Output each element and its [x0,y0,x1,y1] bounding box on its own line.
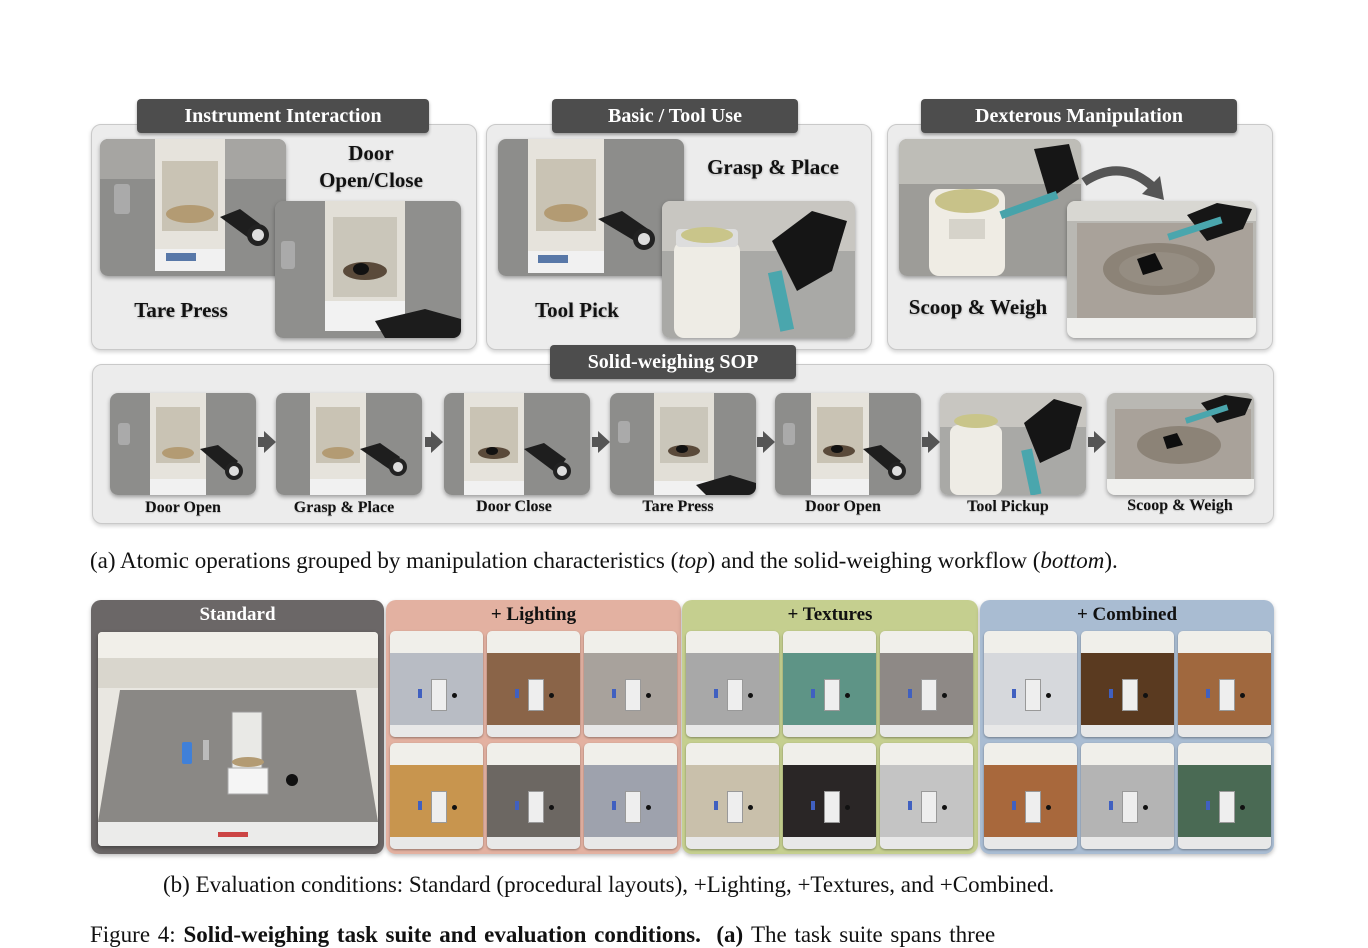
sop-step-photo [110,393,256,495]
step-arrow-icon [258,437,265,447]
condition-thumbnail [390,743,483,849]
sop-step-label: Grasp & Place [293,499,395,516]
instrument-interaction-tag: Instrument Interaction [137,99,429,133]
sop-step-label: Door Close [476,498,552,515]
tare-press-label: Tare Press [134,298,228,322]
condition-thumbnail [487,631,580,737]
sop-step-photo [940,393,1086,495]
step-arrow-icon [757,437,764,447]
scoop-photo [899,139,1081,276]
standard-title: Standard [199,604,276,625]
sop-step-label: Scoop & Weigh [1127,497,1233,514]
step-arrow-icon [1094,431,1106,453]
condition-thumbnail [880,631,973,737]
condition-thumbnail [390,631,483,737]
figure-caption-prefix: Figure 4: [90,922,184,947]
textures-title: + Textures [787,604,873,625]
condition-thumbnail [880,743,973,849]
step-arrow-icon [763,431,775,453]
step-arrow-icon [264,431,276,453]
figure-caption-rest: The task suite spans three [750,922,996,947]
tare-press-photo [100,139,286,276]
sop-step-photo [775,393,921,495]
caption-a-top: top [678,548,708,573]
condition-thumbnail [984,631,1077,737]
condition-thumbnail [686,743,779,849]
standard-photo [98,632,378,846]
step-arrow-icon [425,437,432,447]
caption-a-prefix: (a) Atomic operations grouped by manipul… [90,548,679,573]
combined-title: + Combined [1076,604,1178,625]
step-arrow-icon [431,431,443,453]
caption-a-bottom: bottom [1040,548,1105,573]
step-arrow-icon [928,431,940,453]
condition-thumbnail [984,743,1077,849]
grasp-place-label: Grasp & Place [707,155,839,179]
door-open-close-photo [275,201,461,338]
condition-thumbnail [584,631,677,737]
figure-caption-bold-a: (a) [716,922,744,947]
tool-pick-photo [662,201,855,338]
condition-thumbnail [487,743,580,849]
condition-thumbnail [584,743,677,849]
caption-a-suffix: ). [1104,548,1118,573]
sop-step-photo [276,393,422,495]
condition-thumbnail [1081,743,1174,849]
step-arrow-icon [592,437,599,447]
sop-tag: Solid-weighing SOP [550,345,796,379]
sop-step-photo [610,393,756,495]
lighting-title: + Lighting [490,604,577,625]
sop-step-label: Tare Press [642,498,714,515]
condition-thumbnail [1178,631,1271,737]
condition-thumbnail [1081,631,1174,737]
door-open-close-label: Door Open/Close [319,141,423,192]
basic-tool-use-tag: Basic / Tool Use [552,99,798,133]
step-arrow-icon [598,431,610,453]
sop-step-label: Tool Pickup [967,498,1049,515]
step-arrow-icon [1088,437,1095,447]
figure-caption: Figure 4: Solid-weighing task suite and … [90,922,995,948]
sop-step-photo [444,393,590,495]
sop-step-photo [1107,393,1254,495]
textures-group: + Textures [682,600,978,854]
weigh-photo [1067,201,1256,338]
tool-pick-label: Tool Pick [535,298,619,322]
figure-caption-bold: Solid-weighing task suite and evaluation… [183,922,701,947]
caption-a-middle: ) and the solid-weighing workflow ( [707,548,1041,573]
lighting-group: + Lighting [386,600,681,854]
condition-thumbnail [686,631,779,737]
dexterous-manipulation-tag: Dexterous Manipulation [921,99,1237,133]
caption-b: (b) Evaluation conditions: Standard (pro… [163,872,1055,897]
combined-group: + Combined [980,600,1274,854]
caption-a: (a) Atomic operations grouped by manipul… [90,548,1118,574]
step-arrow-icon [922,437,929,447]
condition-thumbnail [783,631,876,737]
curved-arrow-icon [1081,166,1164,200]
sop-step-label: Door Open [145,499,221,516]
scoop-weigh-label: Scoop & Weigh [908,295,1048,319]
standard-group: Standard [91,600,384,854]
condition-thumbnail [1178,743,1271,849]
condition-thumbnail [783,743,876,849]
grasp-place-photo [498,139,684,276]
sop-step-label: Door Open [805,498,881,515]
